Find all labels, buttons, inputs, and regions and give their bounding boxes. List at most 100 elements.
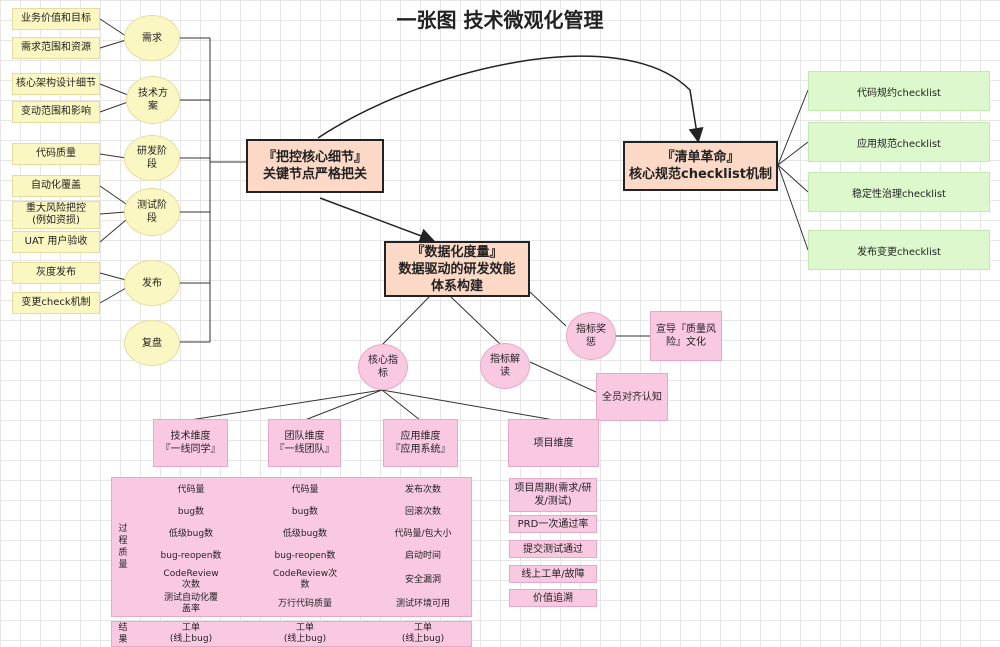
process-label-char-2: 程 — [118, 536, 128, 546]
app-result-line1: 工单 — [413, 623, 432, 633]
metric-reward-line2: 惩 — [586, 337, 596, 348]
dimension-team-line2: 『一线团队』 — [274, 444, 335, 455]
hub-data-metrics: 『数据化度量』 数据驱动的研发效能 体系构建 — [384, 241, 530, 297]
note-gray-release: 灰度发布 — [12, 262, 100, 284]
tech-result-line2: (线上bug) — [169, 634, 213, 644]
process-quality-label: 过 程 质 量 — [113, 477, 133, 617]
checklist-code-convention: 代码规约checklist — [808, 71, 990, 111]
app-metric: 测试环境可用 — [395, 598, 450, 609]
metric-reward-line1: 指标奖 — [576, 324, 606, 335]
stage-requirement: 需求 — [124, 15, 180, 61]
app-metric: 发布次数 — [404, 484, 441, 495]
note-major-risk-line1: 重大风险把控 — [26, 203, 86, 214]
checklist-stability: 稳定性治理checklist — [808, 172, 990, 212]
process-label-char-1: 过 — [118, 524, 128, 534]
align-cognition-box: 全员对齐认知 — [596, 373, 668, 421]
note-change-check: 变更check机制 — [12, 292, 100, 314]
note-business-value: 业务价值和目标 — [12, 8, 100, 30]
stage-tech-solution: 技术方 案 — [126, 76, 180, 124]
tech-metric: bug-reopen数 — [160, 550, 222, 561]
hub-data-line3: 体系构建 — [430, 278, 483, 294]
process-quality-band — [111, 477, 472, 617]
hub-control-subtitle: 关键节点严格把关 — [262, 167, 367, 182]
result-label-char-1: 结 — [118, 623, 128, 633]
hub-checklist-title: 『清单革命』 — [661, 150, 740, 165]
team-metric: bug数 — [291, 506, 319, 517]
project-metric: 线上工单/故障 — [509, 565, 597, 583]
result-label: 结 果 — [113, 621, 133, 647]
team-metric: 万行代码质量 — [277, 598, 332, 609]
stage-development-line1: 研发阶 — [137, 146, 167, 157]
result-label-char-2: 果 — [118, 635, 128, 645]
core-metrics-line1: 核心指 — [368, 355, 398, 366]
dimension-project: 项目维度 — [508, 419, 599, 467]
app-metric: 安全漏洞 — [404, 574, 441, 585]
tech-metric: 代码量 — [177, 484, 205, 495]
metric-interpretation-line1: 指标解 — [490, 354, 520, 365]
stage-development: 研发阶 段 — [124, 135, 180, 181]
quality-culture-line2: 险』文化 — [666, 337, 706, 348]
app-result-line2: (线上bug) — [401, 634, 445, 644]
stage-development-line2: 段 — [147, 159, 157, 170]
team-result-metric: 工单 (线上bug) — [264, 622, 346, 646]
note-major-risk-line2: (例如资损) — [32, 215, 80, 226]
hub-checklist: 『清单革命』 核心规范checklist机制 — [623, 141, 778, 191]
tech-metric: CodeReview次数 — [163, 569, 219, 590]
project-metric: PRD一次通过率 — [509, 515, 597, 533]
app-result-metric: 工单 (线上bug) — [380, 622, 466, 646]
note-automation-coverage: 自动化覆盖 — [12, 175, 100, 197]
note-requirement-scope: 需求范围和资源 — [12, 37, 100, 59]
stage-tech-solution-line2: 案 — [148, 101, 158, 112]
stage-testing-line1: 测试阶 — [137, 200, 167, 211]
note-major-risk: 重大风险把控 (例如资损) — [12, 201, 100, 229]
tech-metric: bug数 — [177, 506, 205, 517]
stage-review: 复盘 — [124, 320, 180, 366]
app-metric: 启动时间 — [404, 550, 441, 561]
dimension-app-line1: 应用维度 — [400, 431, 441, 442]
quality-culture-box: 宣导『质量风 险』文化 — [650, 311, 722, 361]
hub-data-title: 『数据化度量』 — [411, 244, 503, 260]
team-metric: bug-reopen数 — [274, 550, 336, 561]
tech-metric: 测试自动化覆盖率 — [163, 593, 218, 614]
app-metric: 回滚次数 — [404, 506, 441, 517]
dimension-app-line2: 『应用系统』 — [390, 444, 451, 455]
note-core-architecture: 核心架构设计细节 — [12, 73, 100, 95]
note-change-scope: 变动范围和影响 — [12, 101, 100, 123]
core-metrics-line2: 标 — [378, 368, 388, 379]
tech-metric: 低级bug数 — [168, 528, 214, 539]
checklist-release-change: 发布变更checklist — [808, 230, 990, 270]
team-metric: CodeReview次数 — [272, 569, 338, 590]
stage-release: 发布 — [124, 260, 180, 306]
core-metrics-node: 核心指 标 — [358, 344, 408, 390]
metric-reward-node: 指标奖 惩 — [566, 312, 616, 360]
hub-control-title: 『把控核心细节』 — [262, 150, 367, 165]
note-uat: UAT 用户验收 — [12, 231, 100, 253]
process-label-char-3: 质 — [118, 548, 128, 558]
stage-testing: 测试阶 段 — [124, 188, 180, 236]
project-metric: 提交测试通过 — [509, 540, 597, 558]
quality-culture-line1: 宣导『质量风 — [656, 324, 716, 335]
metric-interpretation-node: 指标解 读 — [480, 343, 530, 389]
page-title: 一张图 技术微观化管理 — [396, 8, 604, 32]
tech-result-line1: 工单 — [181, 623, 200, 633]
team-result-line1: 工单 — [295, 623, 314, 633]
project-metric: 项目周期(需求/研发/测试) — [509, 478, 597, 512]
team-metric: 代码量 — [291, 484, 319, 495]
process-label-char-4: 量 — [118, 560, 128, 570]
checklist-app-standard: 应用规范checklist — [808, 122, 990, 162]
dimension-tech: 技术维度 『一线同学』 — [153, 419, 228, 467]
app-metric: 代码量/包大小 — [394, 528, 452, 539]
team-result-line2: (线上bug) — [283, 634, 327, 644]
dimension-tech-line2: 『一线同学』 — [160, 444, 221, 455]
dimension-team: 团队维度 『一线团队』 — [268, 419, 341, 467]
stage-tech-solution-line1: 技术方 — [138, 88, 168, 99]
hub-control-details: 『把控核心细节』 关键节点严格把关 — [246, 139, 384, 193]
team-metric: 低级bug数 — [282, 528, 328, 539]
tech-result-metric: 工单 (线上bug) — [150, 622, 232, 646]
dimension-tech-line1: 技术维度 — [170, 431, 211, 442]
project-metric: 价值追溯 — [509, 589, 597, 607]
dimension-app: 应用维度 『应用系统』 — [383, 419, 458, 467]
hub-data-line2: 数据驱动的研发效能 — [398, 261, 516, 277]
metric-interpretation-line2: 读 — [500, 367, 510, 378]
